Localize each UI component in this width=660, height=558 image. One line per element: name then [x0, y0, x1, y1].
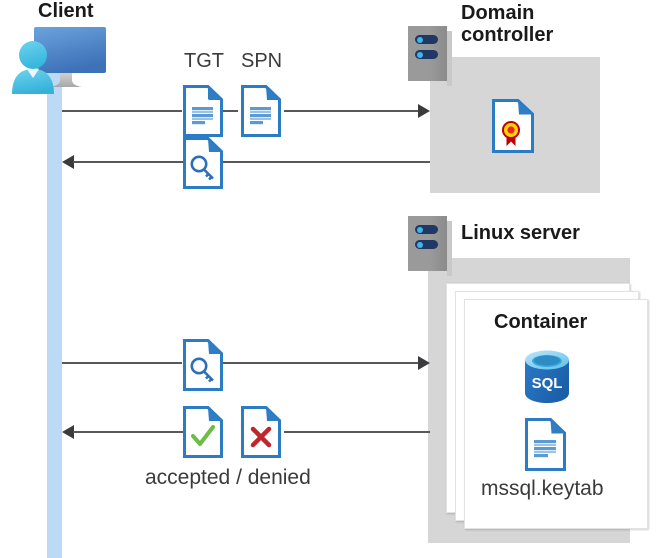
msg-1-arrowhead	[418, 104, 430, 118]
document-lines-icon	[183, 85, 223, 137]
container-label: Container	[494, 311, 588, 333]
certificate-document-icon	[492, 99, 534, 153]
document-key-icon	[183, 137, 223, 189]
server-rack-icon	[408, 216, 452, 276]
keytab-label: mssql.keytab	[481, 477, 604, 500]
linux-server-label: Linux server	[461, 222, 580, 244]
client-label: Client	[38, 0, 94, 22]
msg-3-line-right	[222, 362, 420, 364]
msg-3-arrowhead	[418, 356, 430, 370]
msg-1-line-mid	[222, 110, 238, 112]
msg-4-line-left	[73, 431, 183, 433]
msg-1-line-right	[284, 110, 420, 112]
msg-3-line-left	[62, 362, 182, 364]
tgt-label: TGT	[184, 50, 224, 72]
msg-4-arrowhead	[62, 425, 74, 439]
msg-2-line-left	[73, 161, 183, 163]
msg-1-line-left	[62, 110, 182, 112]
client-lifeline	[47, 64, 62, 558]
msg-2-line-right	[222, 161, 430, 163]
keytab-document-icon	[525, 418, 566, 471]
document-key-icon	[183, 339, 223, 391]
svg-text:SQL: SQL	[532, 375, 563, 392]
spn-label: SPN	[241, 50, 283, 72]
domain-controller-label: Domain controller	[461, 2, 554, 47]
container-card-front[interactable]	[464, 299, 648, 529]
sql-database-icon: SQL	[521, 349, 573, 404]
user-computer-icon	[8, 24, 120, 96]
msg-2-arrowhead	[62, 155, 74, 169]
msg-4-line-right	[284, 431, 430, 433]
document-check-icon	[183, 406, 223, 458]
accepted-denied-caption: accepted / denied	[145, 466, 311, 489]
document-lines-icon	[241, 85, 281, 137]
server-rack-icon	[408, 26, 452, 86]
document-cross-icon	[241, 406, 281, 458]
